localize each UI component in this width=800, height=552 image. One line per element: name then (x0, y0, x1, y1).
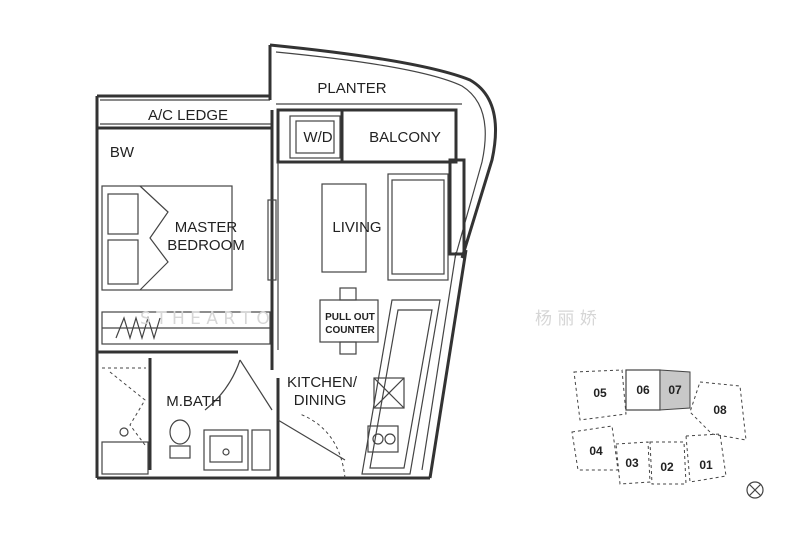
label-wd: W/D (303, 129, 332, 146)
unit-label-02: 02 (660, 460, 674, 474)
label-planter: PLANTER (317, 80, 386, 97)
label-kitchen-1: KITCHEN/ (287, 374, 358, 391)
unit-07-highlight (659, 369, 691, 411)
label-balcony: BALCONY (369, 129, 441, 146)
label-mbath: M.BATH (166, 393, 222, 410)
label-counter-2: COUNTER (325, 325, 375, 336)
label-ac-ledge: A/C LEDGE (148, 107, 228, 124)
unit-label-01: 01 (699, 458, 713, 472)
unit-label-08: 08 (713, 403, 727, 417)
living-area (321, 173, 449, 281)
north-arrow-icon (746, 481, 764, 499)
key-plan: 05 06 07 08 04 03 02 01 (571, 369, 764, 499)
unit-label-07: 07 (668, 383, 682, 397)
label-master-2: BEDROOM (167, 237, 245, 254)
kitchen-dining (276, 287, 441, 479)
watermark-chinese: 杨 丽 娇 (535, 309, 597, 329)
unit-label-04: 04 (589, 444, 603, 458)
master-bath (101, 352, 274, 475)
label-kitchen-2: DINING (294, 392, 347, 409)
label-master-1: MASTER (175, 219, 238, 236)
unit-label-05: 05 (593, 386, 607, 400)
label-bw: BW (110, 144, 135, 161)
outer-walls (95, 43, 497, 480)
master-bedroom (97, 110, 279, 354)
balcony-area (276, 108, 466, 256)
watermark-latin: S T H E A R T O (140, 309, 270, 329)
unit-label-03: 03 (625, 456, 639, 470)
label-living: LIVING (332, 219, 381, 236)
label-counter-1: PULL OUT (325, 312, 375, 323)
unit-label-06: 06 (636, 383, 650, 397)
